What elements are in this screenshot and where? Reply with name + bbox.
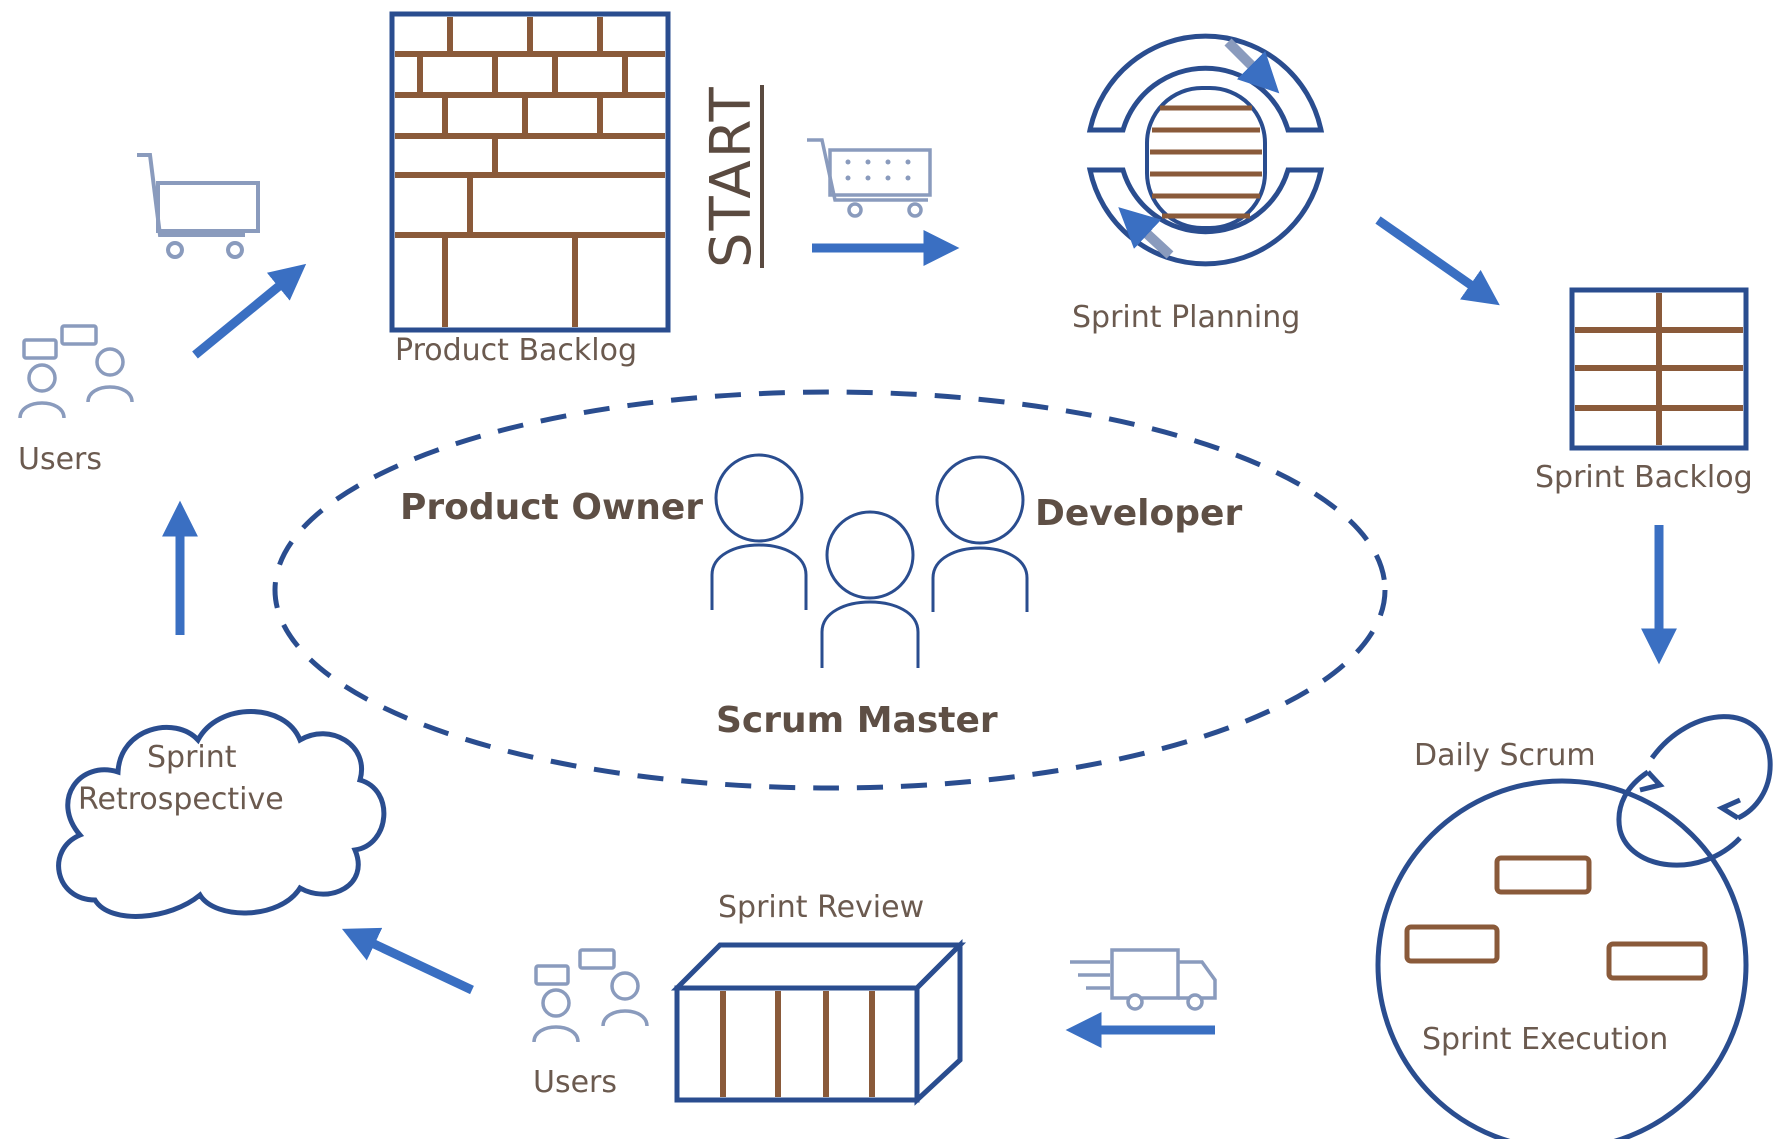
- cloud-icon: [56, 709, 387, 919]
- sprint-backlog-icon: [1569, 287, 1749, 451]
- daily-scrum-label: Daily Scrum: [1414, 738, 1596, 773]
- scrum-master-label: Scrum Master: [716, 700, 998, 741]
- product-owner-label: Product Owner: [400, 487, 704, 528]
- sprint-backlog-label: Sprint Backlog: [1535, 460, 1753, 495]
- team-icon: [710, 453, 1029, 668]
- truck-icon: [1070, 948, 1217, 1011]
- users-bottom-label: Users: [533, 1065, 618, 1100]
- sprint-planning-icon: [1086, 33, 1325, 267]
- sprint-execution-icon: [1375, 778, 1749, 1139]
- sprint-retrospective-label-line2: Retrospective: [78, 782, 284, 817]
- arrow-users-to-backlog: [192, 263, 307, 359]
- cart-icon: [807, 138, 932, 218]
- cycle-arrows-icon: [1616, 714, 1773, 868]
- sprint-execution-label: Sprint Execution: [1422, 1022, 1669, 1057]
- team-ellipse: [272, 389, 1388, 791]
- flow-arrows: [162, 216, 1677, 1048]
- users-left-label: Users: [18, 442, 103, 477]
- product-backlog-icon: [389, 11, 671, 333]
- sprint-retrospective-label-line1: Sprint: [147, 740, 237, 775]
- product-backlog-label: Product Backlog: [395, 333, 638, 368]
- arrow-review-to-retrospective: [341, 927, 474, 995]
- arrow-planning-to-sprint-backlog: [1375, 216, 1500, 306]
- cart-icon: [137, 153, 260, 259]
- sprint-review-icon: [670, 938, 967, 1106]
- users-icon: [532, 948, 649, 1043]
- developer-label: Developer: [1035, 493, 1243, 534]
- users-icon: [18, 324, 134, 419]
- start-label: START: [699, 85, 764, 268]
- sprint-planning-label: Sprint Planning: [1072, 300, 1301, 335]
- sprint-review-label: Sprint Review: [718, 890, 925, 925]
